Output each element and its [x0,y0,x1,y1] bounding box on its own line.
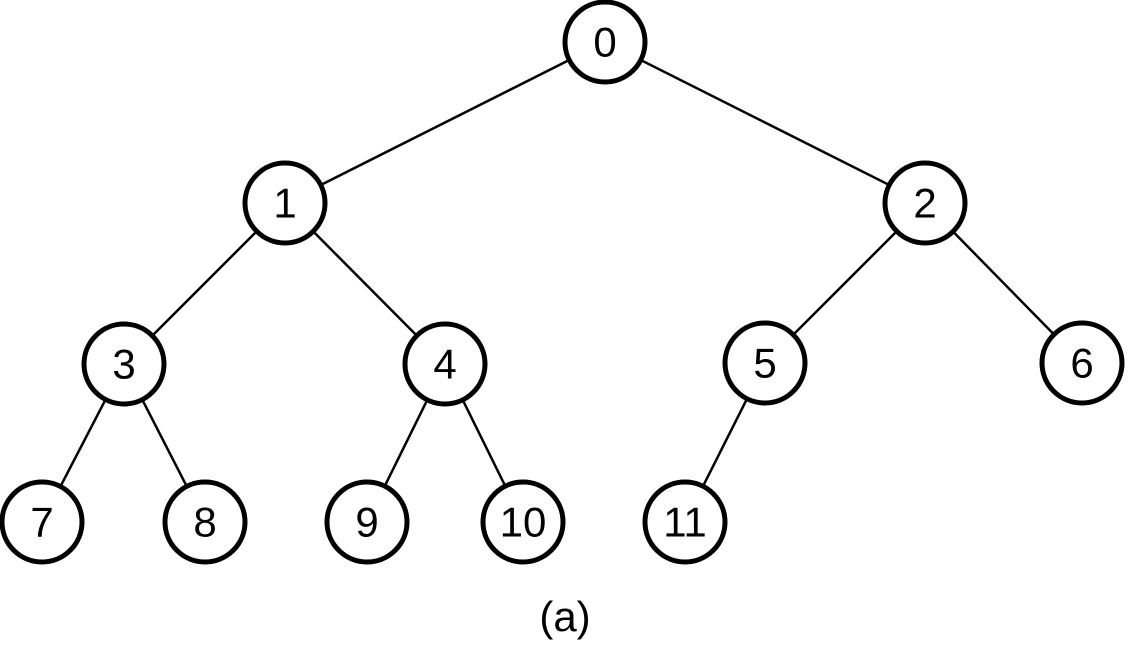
tree-node-2: 2 [882,160,968,246]
tree-node-circle-11 [642,479,728,565]
tree-node-10: 10 [480,479,566,565]
tree-edge-0-2 [603,40,927,205]
tree-node-label-6: 6 [1070,340,1093,387]
tree-node-label-9: 9 [355,499,378,546]
tree-edge-0-1 [283,40,607,205]
tree-node-circle-10 [480,479,566,565]
tree-node-label-11: 11 [663,499,707,546]
tree-node-label-4: 4 [433,341,456,388]
tree-node-3: 3 [81,321,167,407]
tree-node-circle-5 [722,320,808,406]
tree-node-9: 9 [324,479,410,565]
tree-node-circle-1 [242,160,328,246]
tree-node-label-0: 0 [593,19,616,66]
tree-node-label-5: 5 [753,340,776,387]
tree-node-6: 6 [1039,320,1125,406]
tree-node-label-8: 8 [193,499,216,546]
tree-node-8: 8 [162,479,248,565]
tree-node-label-2: 2 [913,180,936,227]
tree-node-0: 0 [562,0,648,85]
tree-node-label-7: 7 [30,499,53,546]
tree-node-circle-4 [402,321,488,407]
tree-node-1: 1 [242,160,328,246]
tree-node-7: 7 [0,479,85,565]
tree-node-5: 5 [722,320,808,406]
tree-node-circle-8 [162,479,248,565]
tree-node-circle-9 [324,479,410,565]
tree-node-circle-2 [882,160,968,246]
tree-node-4: 4 [402,321,488,407]
tree-node-circle-6 [1039,320,1125,406]
tree-node-11: 11 [642,479,728,565]
tree-node-label-3: 3 [112,341,135,388]
tree-node-circle-7 [0,479,85,565]
tree-node-circle-3 [81,321,167,407]
tree-node-label-1: 1 [273,180,296,227]
figure-caption: (a) [539,593,591,640]
tree-node-label-10: 10 [500,499,547,546]
tree-node-circle-0 [562,0,648,85]
